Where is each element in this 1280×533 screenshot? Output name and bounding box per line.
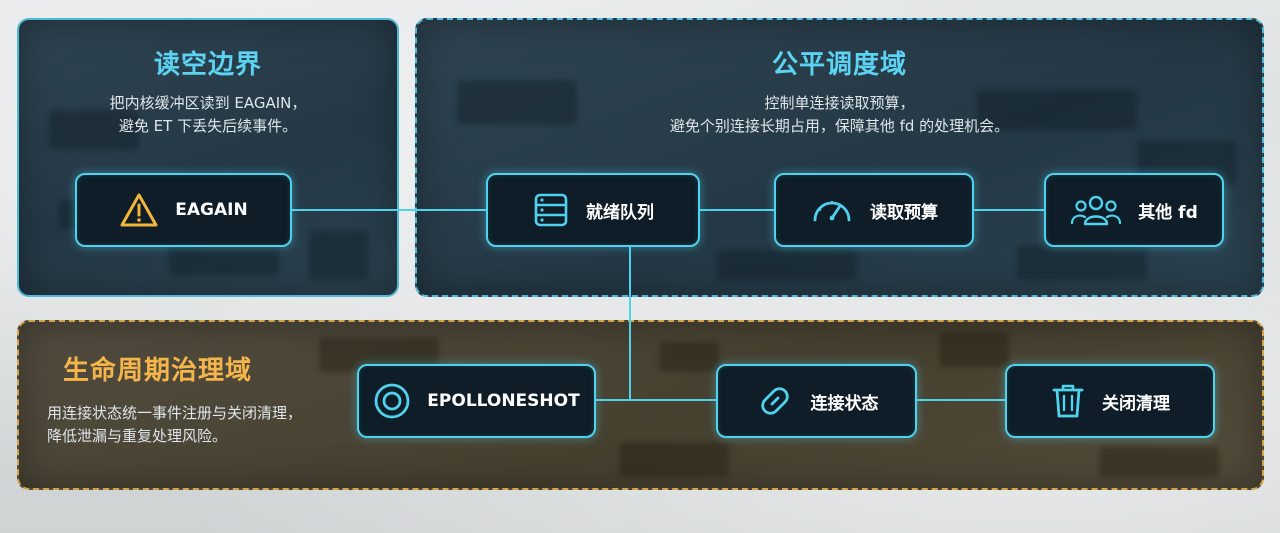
link-icon bbox=[755, 381, 795, 421]
desc-line: 把内核缓冲区读到 EAGAIN， bbox=[109, 94, 307, 112]
desc-line: 避免个别连接长期占用，保障其他 fd 的处理机会。 bbox=[669, 117, 1010, 135]
node-label: 读取预算 bbox=[870, 202, 938, 223]
node-eagain[interactable]: EAGAIN bbox=[75, 173, 292, 247]
node-ready-queue[interactable]: 就绪队列 bbox=[486, 173, 700, 247]
warning-icon bbox=[119, 192, 159, 228]
panel-desc-lifecycle: 用连接状态统一事件注册与关闭清理， 降低泄漏与重复处理风险。 bbox=[47, 402, 302, 448]
node-label: 其他 fd bbox=[1138, 202, 1198, 223]
node-label: 就绪队列 bbox=[586, 202, 654, 223]
list-icon bbox=[532, 191, 570, 229]
node-conn-state[interactable]: 连接状态 bbox=[716, 364, 917, 438]
panel-title-read-boundary: 读空边界 bbox=[153, 50, 262, 80]
users-icon bbox=[1070, 192, 1122, 228]
panel-title-lifecycle: 生命周期治理域 bbox=[63, 356, 253, 386]
panel-desc-read-boundary: 把内核缓冲区读到 EAGAIN， 避免 ET 下丢失后续事件。 bbox=[19, 92, 397, 138]
node-close-cleanup[interactable]: 关闭清理 bbox=[1005, 364, 1215, 438]
desc-line: 控制单连接读取预算， bbox=[764, 94, 915, 112]
node-read-budget[interactable]: 读取预算 bbox=[774, 173, 974, 247]
desc-line: 避免 ET 下丢失后续事件。 bbox=[118, 117, 298, 135]
gauge-icon bbox=[810, 192, 854, 228]
node-epolloneshot[interactable]: EPOLLONESHOT bbox=[357, 364, 596, 438]
target-icon bbox=[373, 382, 411, 420]
node-label: 连接状态 bbox=[810, 393, 879, 414]
desc-line: 降低泄漏与重复处理风险。 bbox=[47, 427, 228, 445]
desc-line: 用连接状态统一事件注册与关闭清理， bbox=[47, 404, 303, 422]
node-label: EPOLLONESHOT bbox=[427, 391, 580, 411]
panel-title-fair-scheduling: 公平调度域 bbox=[771, 50, 907, 80]
panel-desc-fair-scheduling: 控制单连接读取预算， 避免个别连接长期占用，保障其他 fd 的处理机会。 bbox=[417, 92, 1262, 138]
node-label: EAGAIN bbox=[175, 200, 248, 220]
node-other-fd[interactable]: 其他 fd bbox=[1044, 173, 1224, 247]
trash-icon bbox=[1050, 381, 1086, 421]
node-label: 关闭清理 bbox=[1102, 393, 1170, 414]
